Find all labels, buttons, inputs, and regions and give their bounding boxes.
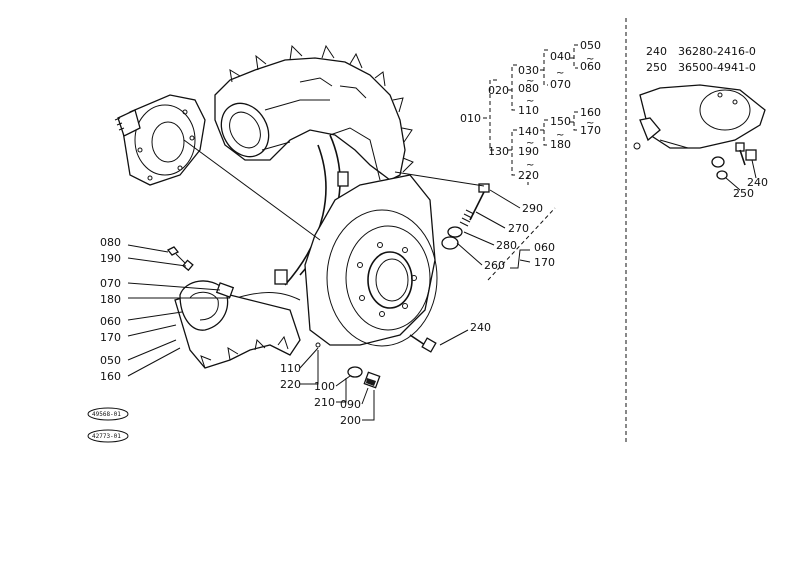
tree-010: 010 [460, 112, 481, 125]
callout-050: 050 [100, 354, 121, 367]
callout-210: 210 [314, 396, 335, 409]
tree-050: 050 [580, 39, 601, 52]
callout-070: 070 [100, 277, 121, 290]
svg-text:~: ~ [526, 160, 534, 171]
svg-text:~: ~ [586, 54, 594, 65]
callout-110: 110 [280, 362, 301, 375]
callout-270: 270 [508, 222, 529, 235]
tree-030: 030 [518, 64, 539, 77]
tree-140: 140 [518, 125, 539, 138]
callout-060-right: 060 [534, 241, 555, 254]
tree-tildes: ~ ~ ~ ~ ~ ~ ~ ~ [526, 54, 594, 171]
tree-220: 220 [518, 169, 539, 182]
hub-flange [114, 94, 206, 186]
stamp-1: 49568-01 [92, 411, 121, 418]
inset-parts-table: 240 36280-2416-0 250 36500-4941-0 240 25… [646, 45, 768, 200]
stamp-2: 42773-01 [92, 433, 121, 440]
inset-row-2-part: 36500-4941-0 [678, 61, 756, 74]
nut-090 [363, 371, 381, 389]
callout-080: 080 [100, 236, 121, 249]
tree-180: 180 [550, 138, 571, 151]
callout-090: 090 [340, 398, 361, 411]
inset-row-1-part: 36280-2416-0 [678, 45, 756, 58]
callout-100: 100 [314, 380, 335, 393]
callout-260: 260 [484, 259, 505, 272]
tree-040: 040 [550, 50, 571, 63]
svg-text:~: ~ [526, 138, 534, 149]
nut-100 [347, 366, 363, 378]
inset-callout-240: 240 [747, 176, 768, 189]
inset-callout-250: 250 [733, 187, 754, 200]
tree-110: 110 [518, 104, 539, 117]
callout-290: 290 [522, 202, 543, 215]
bolt-240 [409, 334, 437, 353]
svg-text:~: ~ [556, 130, 564, 141]
tree-060: 060 [580, 60, 601, 73]
callout-labels: 080 190 070 180 060 170 050 160 110 220 … [100, 39, 601, 427]
callout-200: 200 [340, 414, 361, 427]
callout-160: 160 [100, 370, 121, 383]
disc-wheel [304, 174, 438, 348]
tree-190: 190 [518, 145, 539, 158]
svg-text:~: ~ [526, 76, 534, 87]
svg-text:~: ~ [556, 68, 564, 79]
callout-240: 240 [470, 321, 491, 334]
tree-170: 170 [580, 124, 601, 137]
hardware [166, 183, 490, 389]
callout-280: 280 [496, 239, 517, 252]
svg-text:~: ~ [526, 96, 534, 107]
leader-lines [127, 139, 556, 421]
tree-080: 080 [518, 82, 539, 95]
revision-stamps: 49568-01 42773-01 [87, 407, 129, 443]
bolt-080 [166, 246, 194, 272]
tyre [214, 44, 414, 181]
callout-170-right: 170 [534, 256, 555, 269]
inset-row-2-ref: 250 [646, 61, 667, 74]
tree-070: 070 [550, 78, 571, 91]
inset-detail [633, 84, 766, 191]
tree-130: 130 [488, 145, 509, 158]
callout-190: 190 [100, 252, 121, 265]
tree-150: 150 [550, 115, 571, 128]
callout-220: 220 [280, 378, 301, 391]
callout-170: 170 [100, 331, 121, 344]
svg-text:~: ~ [586, 118, 594, 129]
tree-020: 020 [488, 84, 509, 97]
callout-180: 180 [100, 293, 121, 306]
inset-row-1-ref: 240 [646, 45, 667, 58]
callout-060: 060 [100, 315, 121, 328]
callout-tree [483, 44, 578, 185]
tree-160: 160 [580, 106, 601, 119]
lug-segment [174, 280, 301, 369]
valve-assembly [441, 183, 490, 250]
